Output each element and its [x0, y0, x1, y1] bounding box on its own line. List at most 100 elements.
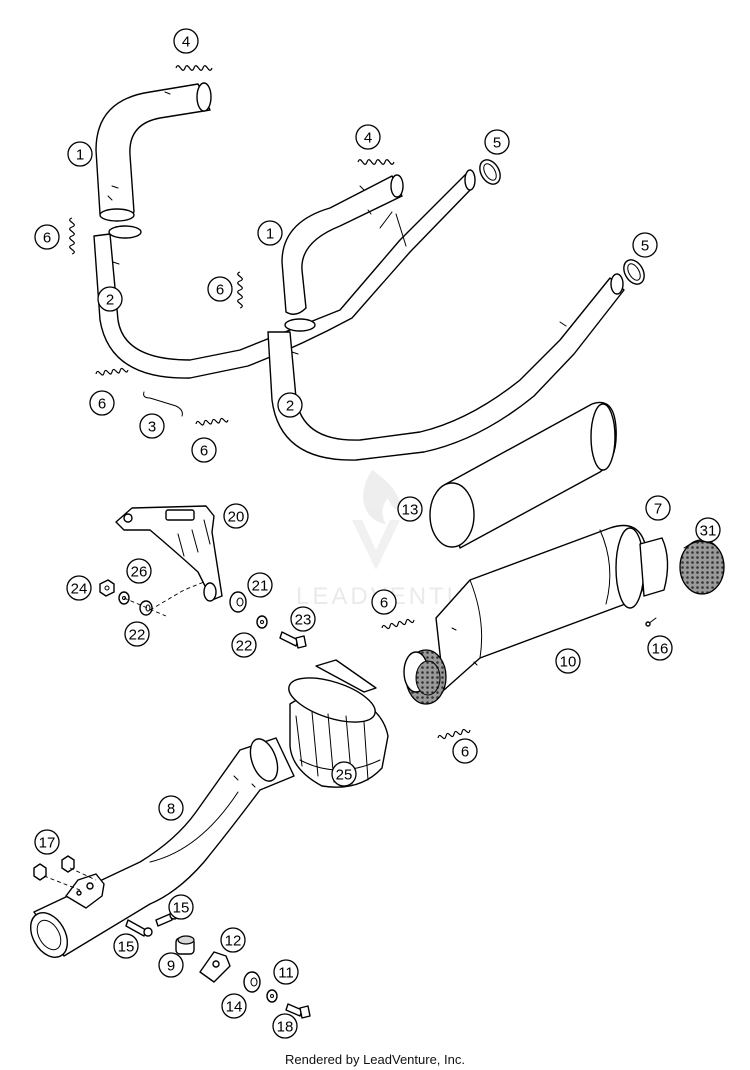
callout-1-left: 1 — [67, 141, 93, 167]
callout-6-muffler-top: 6 — [371, 589, 397, 615]
inner-screen — [403, 649, 447, 705]
callout-label: 22 — [129, 627, 146, 644]
callout-label: 10 — [560, 654, 577, 671]
header-pipe-upper-left — [95, 82, 212, 222]
callout-12: 12 — [220, 927, 246, 953]
clamp-5-upper — [479, 159, 501, 185]
callout-label: 8 — [167, 801, 175, 818]
callout-23: 23 — [290, 606, 316, 632]
callout-label: 15 — [118, 939, 135, 956]
callout-9: 9 — [158, 952, 184, 978]
callout-22-left: 22 — [124, 621, 150, 647]
spring-6-lower-b — [195, 417, 229, 426]
assembly-line-nuts — [43, 867, 97, 891]
spark-arrestor-screen-31 — [679, 539, 725, 595]
callout-15-lower: 15 — [113, 933, 139, 959]
spring-6-muffler-top — [381, 618, 415, 630]
spring-4-top — [175, 65, 213, 71]
screw-15-lower — [125, 919, 153, 937]
spring-6-center — [237, 271, 243, 309]
callout-label: 6 — [461, 744, 469, 761]
wire-clip-3 — [143, 391, 183, 417]
callout-6-lower-a: 6 — [89, 390, 115, 416]
callout-label: 20 — [228, 509, 245, 526]
callout-label: 4 — [364, 130, 372, 147]
callout-label: 9 — [167, 958, 175, 975]
callout-7: 7 — [645, 495, 671, 521]
callout-26: 26 — [126, 558, 152, 584]
callout-5-lower: 5 — [632, 232, 658, 258]
callout-20: 20 — [223, 503, 249, 529]
callout-5-upper: 5 — [484, 129, 510, 155]
callout-label: 26 — [131, 564, 148, 581]
clamp-bracket-12 — [199, 951, 231, 983]
callout-1-right: 1 — [257, 220, 283, 246]
bolt-23 — [279, 631, 307, 649]
callout-25: 25 — [331, 761, 357, 787]
callout-label: 5 — [493, 135, 501, 152]
callout-label: 6 — [43, 230, 51, 247]
header-pipe-upper-right — [281, 174, 404, 315]
callout-label: 18 — [277, 1019, 294, 1036]
grommet-22-left — [139, 600, 153, 616]
heat-shield-25 — [288, 659, 389, 788]
callout-6-muffler-bottom: 6 — [452, 738, 478, 764]
callout-31: 31 — [695, 517, 721, 543]
nut-24 — [99, 579, 115, 597]
callout-16: 16 — [647, 635, 673, 661]
callout-4-mid: 4 — [355, 124, 381, 150]
callout-21: 21 — [247, 572, 273, 598]
callout-24: 24 — [66, 575, 92, 601]
callout-label: 17 — [39, 835, 56, 852]
callout-3: 3 — [139, 413, 165, 439]
callout-label: 13 — [402, 502, 419, 519]
washer-11 — [266, 989, 278, 1003]
bolt-18 — [285, 1003, 311, 1019]
silencer-packing-13 — [429, 401, 617, 549]
spacer-9 — [175, 935, 195, 955]
callout-label: 16 — [652, 641, 669, 658]
callout-18: 18 — [272, 1013, 298, 1039]
callout-13: 13 — [397, 496, 423, 522]
callout-6-left: 6 — [34, 224, 60, 250]
callout-label: 1 — [76, 147, 84, 164]
callout-label: 6 — [216, 282, 224, 299]
callout-label: 21 — [252, 578, 269, 595]
callout-6-center: 6 — [207, 276, 233, 302]
callout-label: 7 — [654, 501, 662, 518]
callout-6-lower-b: 6 — [191, 437, 217, 463]
callout-label: 14 — [226, 999, 243, 1016]
callout-label: 2 — [106, 292, 114, 309]
callout-15-upper: 15 — [168, 894, 194, 920]
spring-6-left — [69, 217, 75, 255]
callout-label: 3 — [148, 419, 156, 436]
callout-label: 31 — [700, 523, 717, 540]
header-pipe-lower-right — [267, 273, 625, 461]
callout-label: 15 — [173, 900, 190, 917]
callout-label: 24 — [71, 581, 88, 598]
pipe-bracket — [65, 873, 105, 909]
washer-22-right — [256, 615, 268, 629]
grommet-21 — [229, 591, 247, 613]
callout-label: 1 — [266, 226, 274, 243]
assembly-line-bracket — [123, 581, 205, 617]
footer-credit: Rendered by LeadVenture, Inc. — [285, 1052, 465, 1067]
mounting-bracket-20 — [115, 505, 223, 602]
callout-label: 23 — [295, 612, 312, 629]
callout-17: 17 — [34, 829, 60, 855]
callout-label: 5 — [641, 238, 649, 255]
callout-label: 6 — [380, 595, 388, 612]
rubber-grommet-14 — [243, 971, 261, 993]
callout-4-top: 4 — [173, 28, 199, 54]
callout-label: 6 — [200, 443, 208, 460]
callout-11: 11 — [273, 959, 299, 985]
callout-label: 6 — [98, 396, 106, 413]
callout-8: 8 — [158, 795, 184, 821]
callout-label: 25 — [336, 767, 353, 784]
rivet-16 — [645, 617, 657, 627]
callout-label: 12 — [225, 933, 242, 950]
callout-label: 22 — [236, 638, 253, 655]
callout-label: 4 — [182, 34, 190, 51]
nut-17-b — [61, 855, 75, 873]
